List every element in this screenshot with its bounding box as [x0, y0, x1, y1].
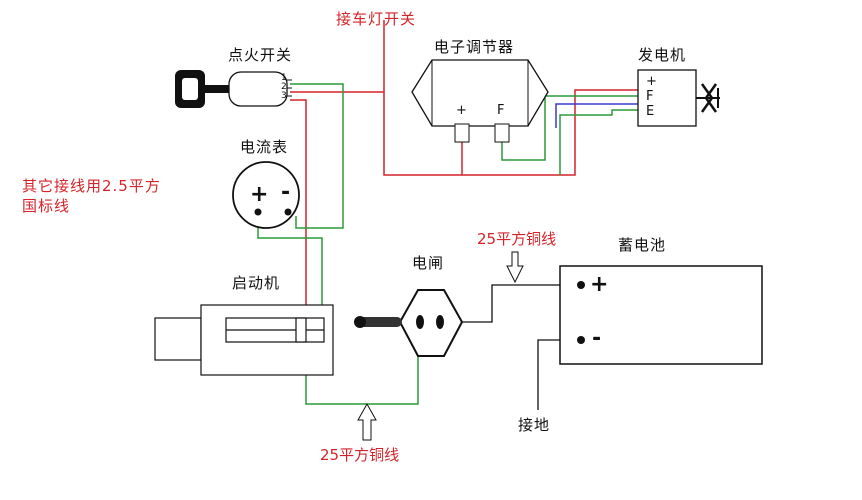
label-main-switch: 电闸 — [412, 254, 445, 272]
main-switch-handle — [356, 317, 402, 327]
ignition-switch-body — [228, 71, 288, 107]
battery — [559, 265, 763, 365]
battery-post-minus — [577, 336, 585, 344]
label-regulator: 电子调节器 — [434, 38, 515, 56]
ammeter-post-plus — [254, 208, 262, 216]
generator-f-label: F — [646, 89, 654, 104]
main-switch — [354, 289, 464, 357]
arrow-bottom — [357, 402, 377, 441]
green-wire-gen-e — [559, 109, 638, 175]
electronic-regulator — [411, 59, 549, 143]
label-ground: 接地 — [518, 416, 551, 434]
generator — [637, 69, 720, 127]
label-generator: 发电机 — [638, 46, 687, 64]
arrow-top — [506, 251, 524, 284]
battery-plus-label: + — [590, 272, 609, 297]
label-ignition-switch: 点火开关 — [228, 46, 293, 64]
label-copper-wire-top: 25平方铜线 — [477, 230, 557, 248]
label-other-wiring: 其它接线用2.5平方 国标线 — [22, 177, 161, 215]
battery-minus-label: - — [592, 326, 602, 351]
ammeter-post-minus — [284, 208, 292, 216]
ammeter-plus-label: + — [250, 182, 269, 207]
red-wire-headlight — [290, 89, 638, 176]
regulator-plus-label: + — [456, 103, 467, 118]
battery-body — [559, 265, 763, 365]
red-wires — [290, 20, 638, 330]
generator-plus-label: + — [646, 74, 657, 89]
battery-post-plus — [577, 281, 585, 289]
starter-nose — [154, 317, 202, 361]
black-wires — [440, 284, 580, 410]
ignition-terminal-3: 3 — [281, 91, 287, 101]
ammeter-body — [232, 161, 300, 229]
label-battery: 蓄电池 — [618, 236, 667, 254]
starter-motor — [154, 304, 334, 376]
regulator-terminal-plus — [454, 123, 470, 143]
regulator-f-label: F — [497, 103, 505, 118]
ammeter — [232, 161, 300, 229]
label-headlight-switch: 接车灯开关 — [336, 10, 417, 28]
generator-pulley — [700, 83, 718, 113]
ignition-terminal-1: 1 — [281, 73, 287, 83]
ignition-switch — [175, 70, 292, 108]
ignition-terminal-2: 2 — [281, 82, 287, 92]
generator-e-label: E — [646, 104, 655, 119]
main-switch-body — [398, 289, 464, 357]
battery-plus-wire — [440, 284, 580, 323]
blue-wire-gen — [555, 103, 638, 128]
label-ammeter: 电流表 — [240, 138, 289, 156]
main-switch-post-2 — [436, 315, 444, 329]
red-wire-starter — [290, 99, 307, 330]
green-wire-regulator-f — [501, 95, 638, 161]
label-copper-wire-bottom: 25平方铜线 — [320, 446, 400, 464]
main-switch-post-1 — [416, 315, 424, 329]
regulator-terminal-f — [494, 123, 510, 143]
green-wire-ignition-ammeter — [290, 83, 344, 229]
ammeter-minus-label: - — [281, 180, 291, 205]
label-starter: 启动机 — [232, 274, 281, 292]
